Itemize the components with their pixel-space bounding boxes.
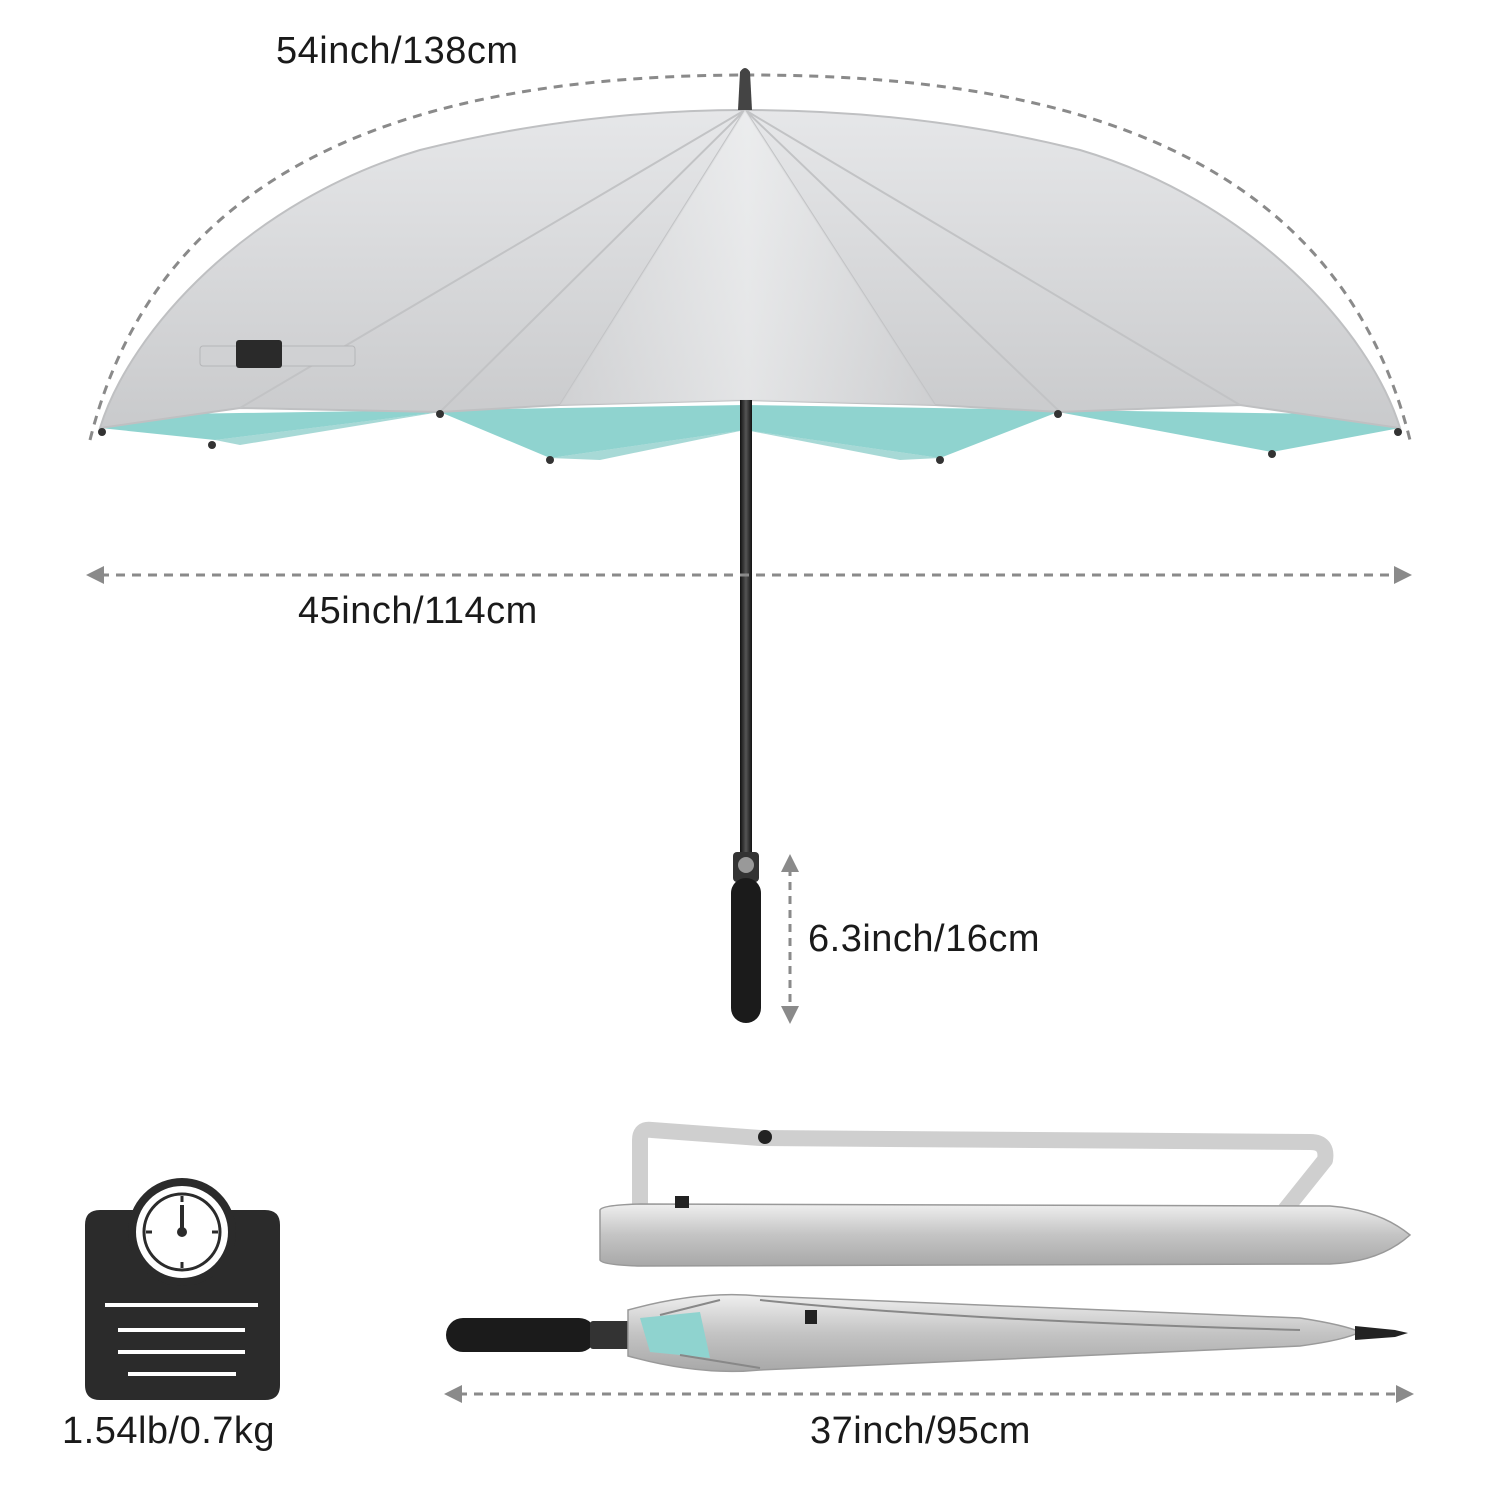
handle-dimension-line <box>781 854 799 1024</box>
rib-tips <box>98 410 1402 464</box>
folded-handle <box>446 1318 596 1352</box>
span-dimension-line <box>86 566 1412 584</box>
umbrella-folded <box>446 1293 1408 1373</box>
arc-length-label: 54inch/138cm <box>276 30 519 72</box>
umbrella-tip <box>738 68 752 110</box>
folded-canopy <box>627 1293 1362 1373</box>
folded-length-label: 37inch/95cm <box>810 1410 1031 1452</box>
folded-dimension-line <box>444 1385 1414 1403</box>
umbrella-handle <box>731 878 761 1023</box>
sleeve-strap <box>632 1121 1334 1215</box>
umbrella-open <box>98 68 1402 1023</box>
sleeve-body <box>599 1203 1412 1267</box>
weight-label: 1.54lb/0.7kg <box>62 1410 276 1452</box>
canopy-span-label: 45inch/114cm <box>298 590 538 632</box>
folded-tip <box>1355 1326 1408 1340</box>
handle-length-label: 6.3inch/16cm <box>808 918 1041 960</box>
scale-icon <box>85 1178 280 1400</box>
umbrella-sleeve <box>599 1121 1412 1267</box>
brand-tag <box>236 340 282 368</box>
umbrella-shaft <box>740 400 752 855</box>
